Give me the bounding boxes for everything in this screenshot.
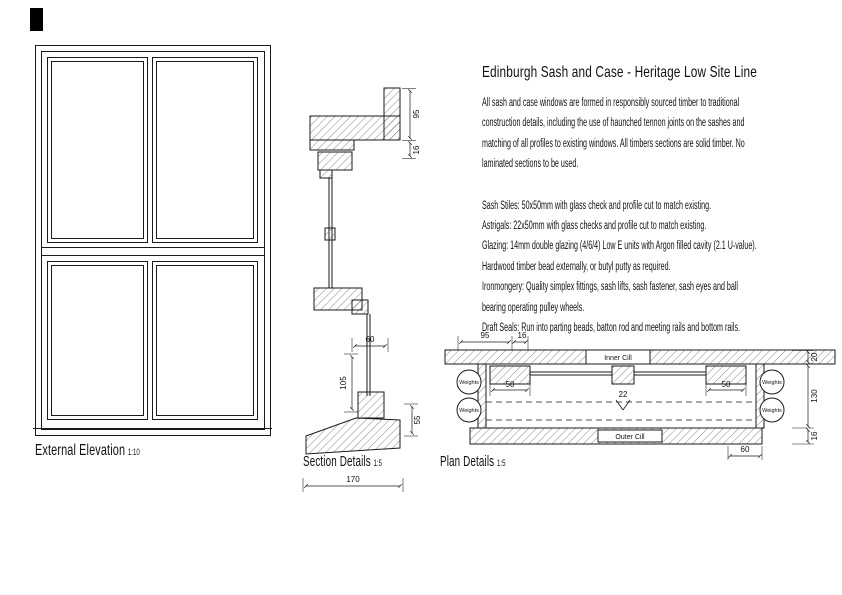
weights-circle <box>759 369 785 395</box>
weights-label: Weights <box>459 408 479 414</box>
plan-details-label: Plan Details <box>440 454 495 470</box>
intro-line: construction details, including the use … <box>482 117 745 130</box>
plan-details-scale: 1:5 <box>496 458 506 468</box>
bottom-rail-section <box>357 391 385 419</box>
meeting-rail <box>41 247 265 256</box>
dim-band-bottom: 16 <box>810 431 819 440</box>
dim-bottom-rail: 60 <box>366 335 375 344</box>
weights-circle <box>456 369 482 395</box>
head-section <box>309 87 401 151</box>
upper-sash <box>47 57 258 243</box>
meeting-rail-section <box>313 287 369 315</box>
dim-head-height: 95 <box>412 109 421 118</box>
lower-sash <box>47 261 258 420</box>
dim-stile-right: 50 <box>722 380 731 389</box>
sash-top-rail-section <box>317 151 353 179</box>
plan-dimensions: 95 16 50 22 50 60 <box>457 331 819 460</box>
inner-cill-label-box <box>585 349 651 365</box>
dim-astragal: 22 <box>619 390 628 399</box>
dim-stile-left: 50 <box>506 380 515 389</box>
plan-glazing-line <box>530 371 706 376</box>
spec-line: bearing operating pulley wheels. <box>482 301 585 314</box>
notes-column: Edinburgh Sash and Case - Heritage Low S… <box>482 64 842 338</box>
dim-cill-height: 105 <box>339 376 348 390</box>
inner-cill-label: Inner Cill <box>604 355 632 362</box>
upper-glazing-line <box>324 178 336 288</box>
external-elevation-label: External Elevation <box>35 442 126 459</box>
spec-line: Hardwood timber bead externally, or buty… <box>482 260 671 273</box>
weights-circle <box>759 397 785 423</box>
intro-line: matching of all profiles to existing win… <box>482 137 745 150</box>
dim-case-depth: 95 <box>481 331 490 340</box>
spec-line: Sash Stiles: 50x50mm with glass check an… <box>482 199 712 212</box>
hidden-lines <box>486 401 756 421</box>
plan-details-drawing: Inner Cill Outer Cill <box>444 331 836 460</box>
weights-label: Weights <box>459 380 479 386</box>
external-elevation-scale: 1:10 <box>127 447 140 457</box>
intro-paragraph: All sash and case windows are formed in … <box>482 93 842 175</box>
dim-cill-depth: 55 <box>413 415 422 424</box>
window-frame <box>35 45 271 436</box>
jamb-lining-left <box>477 363 487 429</box>
spec-list: Sash Stiles: 50x50mm with glass check an… <box>482 196 842 339</box>
corner-mark <box>30 8 43 31</box>
external-elevation-drawing <box>33 45 272 436</box>
section-dimensions: 95 16 60 105 55 170 <box>302 88 422 492</box>
dim-head-thickness: 16 <box>412 145 421 154</box>
spec-line: Draft Seals: Run into parting beads, bat… <box>482 322 741 335</box>
astragal-plan-section <box>611 365 635 385</box>
spec-line: Astrigals: 22x50mm with glass checks and… <box>482 220 707 233</box>
dim-overall-depth: 170 <box>346 475 360 484</box>
spec-line: Ironmongery: Quality simplex fittings, s… <box>482 281 739 294</box>
dim-cill-width: 60 <box>741 445 750 454</box>
intro-line: All sash and case windows are formed in … <box>482 97 740 109</box>
section-details-scale: 1:5 <box>373 458 383 468</box>
lower-glazing-line <box>366 314 371 396</box>
outer-cill-label-box <box>597 429 663 443</box>
astragal-section <box>324 227 336 241</box>
section-details-drawing: 95 16 60 105 55 170 <box>302 87 422 492</box>
outer-cill-label: Outer Cill <box>615 434 645 441</box>
weights-label: Weights <box>762 408 782 414</box>
sheet-title: Edinburgh Sash and Case - Heritage Low S… <box>482 64 757 81</box>
dim-band-top: 20 <box>810 352 819 361</box>
cill-section <box>305 417 401 455</box>
astragal-pointer <box>615 399 631 411</box>
dim-lining: 16 <box>518 331 527 340</box>
weights-pockets: Weights Weights Weights Weights <box>456 369 785 423</box>
section-details-label: Section Details <box>303 454 371 470</box>
intro-line: laminated sections to be used. <box>482 158 579 171</box>
dim-case-width: 130 <box>810 389 819 403</box>
spec-line: Glazing: 14mm double glazing (4/6/4) Low… <box>482 240 757 253</box>
weights-circle <box>456 397 482 423</box>
weights-label: Weights <box>762 380 782 386</box>
